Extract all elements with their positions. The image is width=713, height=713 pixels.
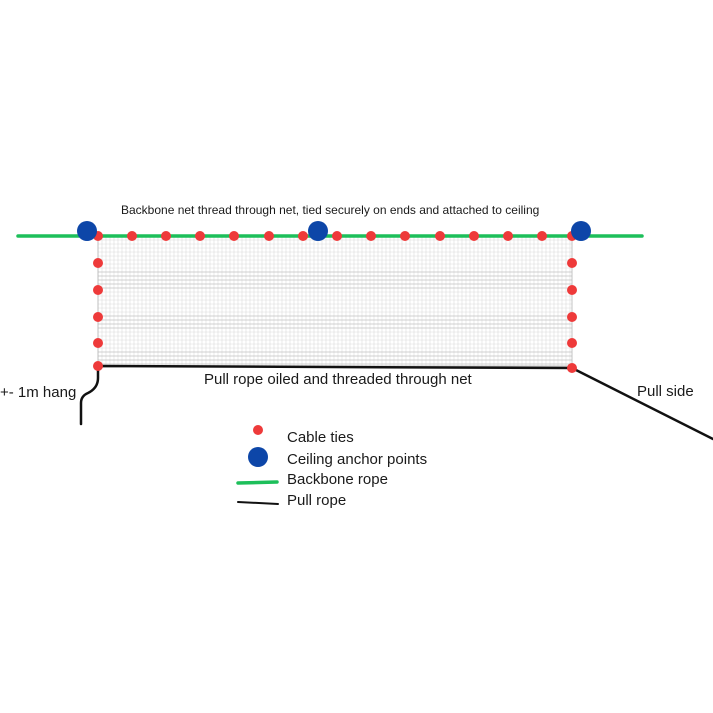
cable-tie-top <box>229 231 239 241</box>
cable-tie-left <box>93 285 103 295</box>
anchor-point-left <box>77 221 97 241</box>
pull-rope <box>79 364 713 441</box>
blue-circle-icon <box>248 447 268 467</box>
cable-tie-left <box>93 258 103 268</box>
cable-tie-right <box>567 338 577 348</box>
cable-tie-top <box>400 231 410 241</box>
net-border <box>97 235 573 367</box>
cable-tie-top <box>127 231 137 241</box>
legend-backbone-rope: Backbone rope <box>287 471 388 488</box>
pull-rope-note: Pull rope oiled and threaded through net <box>204 371 472 388</box>
cable-tie-top <box>298 231 308 241</box>
legend-cable-ties: Cable ties <box>287 429 354 446</box>
cable-tie-right <box>567 285 577 295</box>
cable-tie-top <box>161 231 171 241</box>
cable-tie-top <box>195 231 205 241</box>
cable-tie-top <box>366 231 376 241</box>
backbone-note: Backbone net thread through net, tied se… <box>121 203 540 217</box>
cable-tie-right <box>567 312 577 322</box>
cable-tie-left <box>93 338 103 348</box>
cable-tie-top <box>503 231 513 241</box>
legend-pull-rope: Pull rope <box>287 492 347 509</box>
red-dot-icon <box>253 425 263 435</box>
cable-tie-top <box>332 231 342 241</box>
cable-tie-bottom-right <box>567 363 577 373</box>
hang-note: +- 1m hang <box>0 384 77 401</box>
cable-tie-bottom-left <box>93 361 103 371</box>
cable-tie-top <box>469 231 479 241</box>
anchor-point-middle <box>308 221 328 241</box>
cable-tie-top <box>435 231 445 241</box>
net-mesh <box>97 235 573 367</box>
cable-tie-top <box>537 231 547 241</box>
cable-tie-right <box>567 258 577 268</box>
cable-tie-top <box>264 231 274 241</box>
black-line-icon <box>237 501 279 505</box>
legend-ceiling-anchor: Ceiling anchor points <box>287 451 428 468</box>
green-line-icon <box>236 480 279 485</box>
pull-side-label: Pull side <box>637 383 694 400</box>
cable-tie-left <box>93 312 103 322</box>
anchor-point-right <box>571 221 591 241</box>
